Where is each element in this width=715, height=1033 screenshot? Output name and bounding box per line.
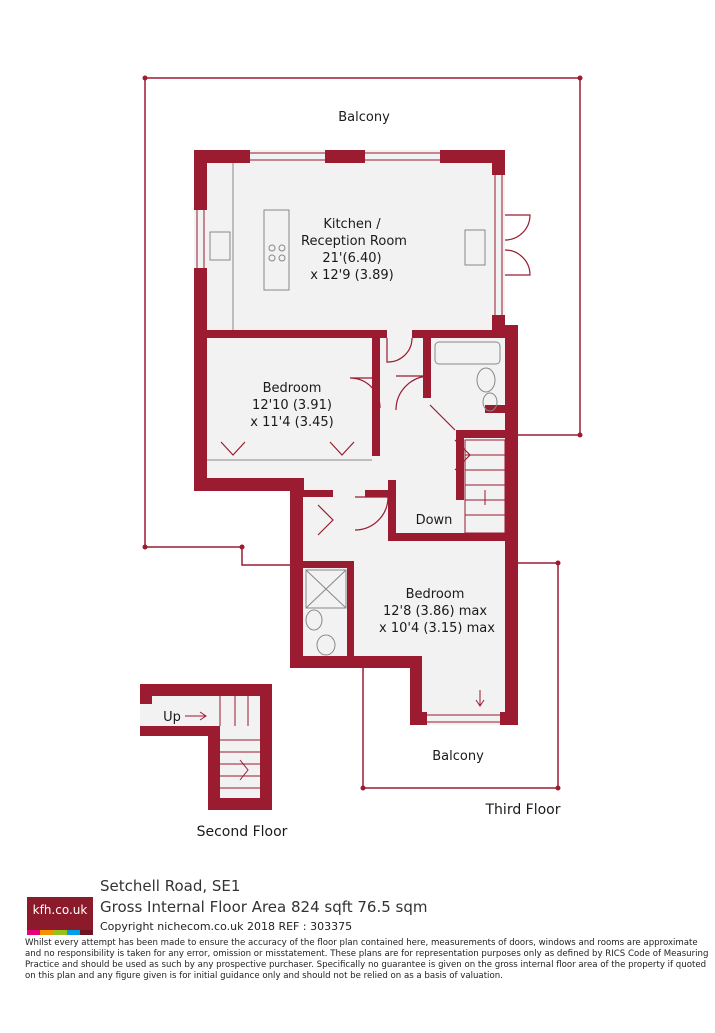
second-floor-label: Second Floor — [197, 824, 288, 840]
kfh-logo-stripes — [27, 930, 94, 935]
kfh-logo-text: kfh.co.uk — [32, 903, 88, 917]
kitchen-label-3: 21'(6.40) — [322, 251, 381, 266]
disclaimer: Whilst every attempt has been made to en… — [25, 938, 709, 981]
gross-internal-area: Gross Internal Floor Area 824 sqft 76.5 … — [100, 898, 428, 916]
third-floor-label: Third Floor — [485, 802, 561, 818]
third-floor-fill — [194, 150, 518, 725]
copyright: Copyright nichecom.co.uk 2018 REF : 3033… — [100, 920, 353, 933]
doors — [220, 214, 531, 536]
down-label: Down — [416, 513, 453, 528]
kitchen-fixtures — [209, 163, 486, 330]
bedroom2-label-2: 12'8 (3.86) max — [383, 604, 487, 619]
kitchen-label-1: Kitchen / — [323, 217, 381, 232]
bathroom-fixtures — [305, 341, 501, 656]
up-label: Up — [163, 710, 181, 725]
kfh-logo: kfh.co.uk — [27, 897, 94, 935]
second-floor-fill — [140, 684, 272, 810]
kitchen-label-4: x 12'9 (3.89) — [310, 268, 393, 283]
stairs-second — [185, 696, 260, 789]
second-floor-walls — [140, 684, 272, 810]
balcony-bottom-label: Balcony — [432, 749, 484, 764]
bedroom1-label-3: x 11'4 (3.45) — [250, 415, 333, 430]
bedroom2-label-1: Bedroom — [406, 587, 465, 602]
bedroom1-label-1: Bedroom — [263, 381, 322, 396]
balcony-top-outline-return — [145, 546, 290, 566]
balcony-top-label: Balcony — [338, 110, 390, 125]
property-address: Setchell Road, SE1 — [100, 877, 241, 895]
bedroom1-label-2: 12'10 (3.91) — [252, 398, 332, 413]
door-arrows — [475, 490, 486, 707]
kitchen-label-2: Reception Room — [301, 234, 407, 249]
bedroom2-label-3: x 10'4 (3.15) max — [379, 621, 495, 636]
windows — [196, 152, 516, 723]
